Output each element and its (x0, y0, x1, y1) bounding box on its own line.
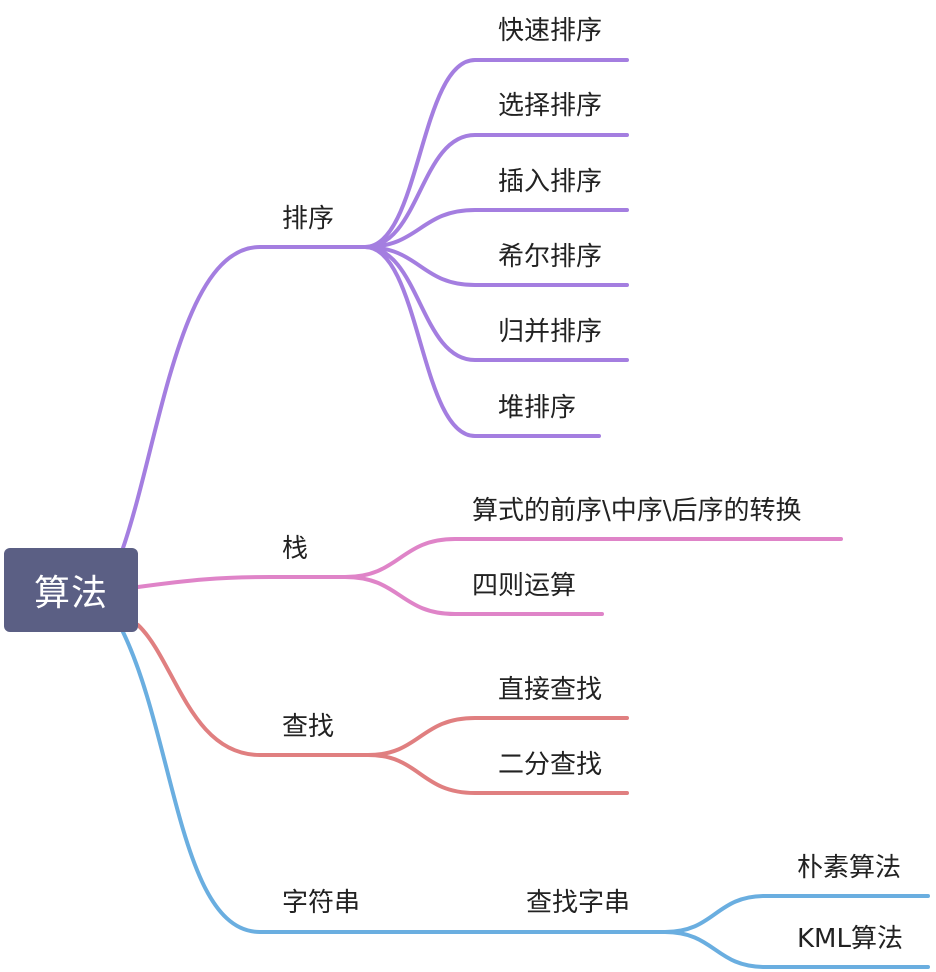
connector-root-search (136, 623, 370, 757)
branch-stack-label[interactable]: 栈 (282, 534, 309, 564)
branch-search-label[interactable]: 查找 (282, 712, 335, 742)
leaf-selectionsort[interactable]: 选择排序 (498, 91, 603, 121)
leaf-heapsort[interactable]: 堆排序 (498, 393, 577, 423)
connector-root-stack (136, 575, 347, 589)
leaf-naive-algorithm[interactable]: 朴素算法 (797, 853, 902, 883)
connector-selectionsort (363, 133, 629, 249)
subbranch-substring-search-label[interactable]: 查找字串 (526, 888, 631, 918)
connector-binary-search (366, 753, 629, 795)
root-label: 算法 (33, 573, 108, 614)
connector-expression-conversion (343, 537, 843, 579)
connector-root-sorting (121, 245, 367, 550)
leaf-binary-search[interactable]: 二分查找 (498, 750, 603, 780)
branch-search-connectors (136, 623, 629, 795)
leaf-expression-conversion[interactable]: 算式的前序\中序\后序的转换 (472, 496, 802, 526)
branch-sorting-label[interactable]: 排序 (282, 204, 335, 234)
root-node[interactable]: 算法 (4, 548, 138, 632)
branch-string-connectors (121, 630, 930, 969)
leaf-mergesort[interactable]: 归并排序 (498, 317, 603, 347)
branch-stack-connectors (136, 537, 843, 616)
connector-arithmetic (343, 575, 604, 616)
branch-sorting-connectors (121, 58, 629, 550)
branch-string-label[interactable]: 字符串 (282, 888, 361, 918)
connector-mergesort (363, 245, 629, 362)
connector-root-string (121, 630, 667, 934)
leaf-kml-algorithm[interactable]: KML算法 (797, 924, 903, 954)
connector-heapsort (363, 245, 601, 438)
connector-insertionsort (363, 208, 629, 249)
leaf-shellsort[interactable]: 希尔排序 (498, 242, 603, 272)
connector-direct-search (366, 716, 629, 757)
connector-quicksort (363, 58, 629, 249)
leaf-arithmetic[interactable]: 四则运算 (472, 571, 577, 601)
connector-naive-algorithm (663, 894, 930, 934)
leaf-quicksort[interactable]: 快速排序 (498, 16, 603, 46)
connector-kml-algorithm (663, 930, 930, 969)
leaf-insertionsort[interactable]: 插入排序 (498, 167, 603, 197)
leaf-direct-search[interactable]: 直接查找 (498, 675, 603, 705)
connector-shellsort (363, 245, 629, 287)
